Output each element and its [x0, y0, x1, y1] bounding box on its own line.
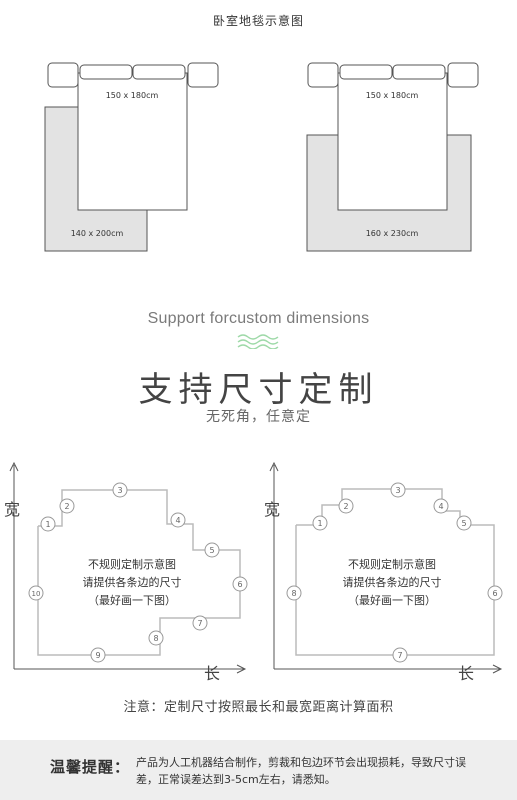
left-marker-10: 10: [28, 585, 44, 601]
svg-text:1: 1: [317, 519, 322, 528]
svg-text:6: 6: [492, 589, 497, 598]
svg-text:7: 7: [397, 651, 402, 660]
left-nightstand-right: [187, 62, 219, 88]
svg-text:5: 5: [209, 546, 214, 555]
right-rug-label: 160 x 230cm: [366, 229, 419, 238]
reminder-box: 温馨提醒： 产品为人工机器结合制作，剪裁和包边环节会出现损耗，导致尺寸误差，正常…: [0, 740, 517, 800]
svg-text:2: 2: [64, 502, 69, 511]
left-x-label: 长: [204, 664, 220, 683]
right-y-arrow-icon: [269, 461, 279, 472]
svg-text:10: 10: [32, 590, 41, 598]
svg-text:9: 9: [95, 651, 100, 660]
left-marker-4: 4: [170, 512, 186, 528]
left-rug-label: 140 x 200cm: [71, 229, 124, 238]
right-nightstand-left: [307, 62, 339, 88]
left-pillow-2: [132, 64, 186, 80]
left-marker-5: 5: [204, 542, 220, 558]
right-marker-6: 6: [487, 585, 503, 601]
reminder-text: 产品为人工机器结合制作，剪裁和包边环节会出现损耗，导致尺寸误差，正常误差达到3-…: [136, 756, 466, 786]
left-bed: [77, 72, 188, 211]
left-y-arrow-icon: [9, 461, 19, 472]
wave-decoration-icon: [237, 334, 279, 349]
left-marker-2: 2: [59, 498, 75, 514]
irregular-shape-diagrams: 宽 长 不规则定制示意图 请提供各条边的尺寸 （最好画一下图） 1 2 3 4 …: [4, 461, 503, 683]
left-marker-8: 8: [148, 630, 164, 646]
left-shape-text-3: （最好画一下图）: [88, 593, 176, 607]
right-marker-8: 8: [286, 585, 302, 601]
right-marker-1: 1: [312, 515, 328, 531]
right-y-label: 宽: [264, 500, 280, 519]
right-marker-2: 2: [338, 498, 354, 514]
svg-text:3: 3: [117, 486, 122, 495]
support-custom-text: Support forcustom dimensions: [147, 310, 370, 327]
note-text: 注意：定制尺寸按照最长和最宽距离计算面积: [123, 700, 394, 715]
right-bedroom-diagram: 150 x 180cm 160 x 230cm: [306, 62, 479, 252]
svg-text:4: 4: [175, 516, 180, 525]
svg-text:1: 1: [45, 520, 50, 529]
right-pillow-2: [392, 64, 446, 80]
svg-text:8: 8: [153, 634, 158, 643]
left-nightstand-left: [47, 62, 79, 88]
right-marker-5: 5: [456, 515, 472, 531]
diagram-title: 卧室地毯示意图: [212, 14, 304, 28]
left-marker-3: 3: [112, 482, 128, 498]
right-irregular-outline: [295, 488, 495, 656]
bedroom-rug-diagrams: 150 x 180cm 140 x 200cm 150 x 180cm 160 …: [44, 62, 479, 252]
right-marker-3: 3: [390, 482, 406, 498]
left-pillow-1: [79, 64, 133, 80]
right-shape-text-2: 请提供各条边的尺寸: [343, 575, 442, 589]
left-marker-6: 6: [232, 576, 248, 592]
svg-text:2: 2: [343, 502, 348, 511]
left-shape-text-1: 不规则定制示意图: [88, 557, 176, 571]
left-marker-9: 9: [90, 647, 106, 663]
right-shape-text-1: 不规则定制示意图: [348, 557, 436, 571]
svg-text:5: 5: [461, 519, 466, 528]
left-shape-text-2: 请提供各条边的尺寸: [83, 575, 182, 589]
left-y-label: 宽: [4, 500, 20, 519]
right-nightstand-right: [447, 62, 479, 88]
right-x-label: 长: [458, 664, 474, 683]
right-pillow-1: [339, 64, 393, 80]
right-bed: [337, 72, 448, 211]
left-shape-diagram: 宽 长 不规则定制示意图 请提供各条边的尺寸 （最好画一下图） 1 2 3 4 …: [4, 461, 248, 683]
svg-text:7: 7: [197, 619, 202, 628]
reminder-label: 温馨提醒：: [50, 758, 131, 776]
left-bed-label: 150 x 180cm: [106, 91, 159, 100]
right-bed-label: 150 x 180cm: [366, 91, 419, 100]
svg-text:4: 4: [438, 502, 443, 511]
svg-text:3: 3: [395, 486, 400, 495]
left-marker-1: 1: [40, 516, 56, 532]
subtitle: 无死角，任意定: [206, 409, 311, 425]
right-shape-text-3: （最好画一下图）: [348, 593, 436, 607]
right-shape-diagram: 宽 长 不规则定制示意图 请提供各条边的尺寸 （最好画一下图） 1 2 3 4 …: [264, 461, 503, 683]
left-marker-7: 7: [192, 615, 208, 631]
left-bedroom-diagram: 150 x 180cm 140 x 200cm: [44, 62, 219, 252]
right-marker-7: 7: [392, 647, 408, 663]
left-x-arrow-icon: [236, 664, 247, 674]
right-marker-4: 4: [433, 498, 449, 514]
svg-text:6: 6: [237, 580, 242, 589]
main-title: 支持尺寸定制: [138, 370, 379, 410]
svg-text:8: 8: [291, 589, 296, 598]
right-x-arrow-icon: [492, 664, 503, 674]
left-irregular-outline: [37, 489, 241, 656]
